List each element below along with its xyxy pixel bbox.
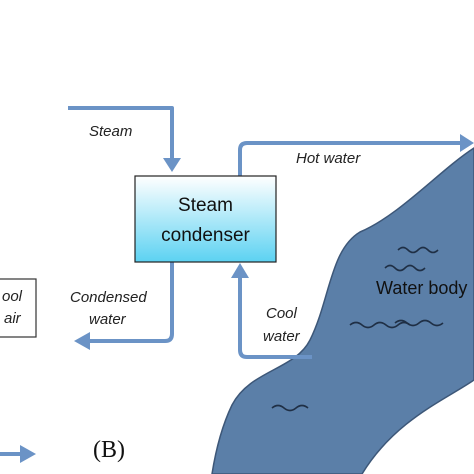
steam-inlet-arrow [68,106,174,160]
water-body-shape [211,147,474,474]
steam-condenser-box [134,175,277,263]
cool-air-box [0,278,37,338]
cool-air-label-line1: ool [2,288,23,305]
condensed-water-label-line2: water [89,311,127,328]
cool-water-label-line2: water [263,328,301,345]
condensed-water-label-line1: Condensed [70,289,147,306]
cool-water-arrowhead [231,263,249,278]
wave-marks [271,246,444,412]
hot-water-arrowhead [460,134,474,152]
hot-water-arrow [238,141,462,176]
water-body-label: Water body [376,278,467,298]
steam-inlet-arrowhead [163,158,181,172]
cool-air-label-line2: air [4,310,22,327]
steam-label: Steam [89,123,132,140]
legend-arrowhead [20,445,36,463]
condenser-label-line1: Steam [178,195,233,216]
panel-label: (B) [93,437,125,463]
condenser-label-line2: condenser [161,225,250,246]
cool-water-arrow [238,276,312,359]
condensed-water-arrow [88,262,174,343]
cool-water-label-line1: Cool [266,305,298,322]
condensed-water-arrowhead [74,332,90,350]
hot-water-label: Hot water [296,150,361,167]
